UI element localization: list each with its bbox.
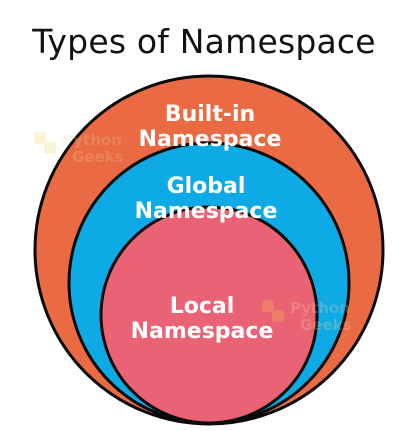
builtin-label-line1: Built-in [165, 102, 255, 127]
watermark-logo-right: Python Geeks [262, 299, 352, 334]
builtin-label-line2: Namespace [139, 127, 282, 152]
watermark-line1-right: Python [290, 299, 350, 317]
diagram-title: Types of Namespace [32, 22, 376, 61]
watermark-line2-right: Geeks [300, 316, 352, 334]
watermark-line1: Python [62, 131, 122, 149]
local-label-line2: Namespace [131, 319, 274, 344]
watermark-line2: Geeks [72, 148, 124, 166]
local-label-line1: Local [170, 294, 235, 319]
watermark-logo-left: Python Geeks [34, 131, 124, 166]
global-label-line1: Global [167, 174, 246, 199]
local-namespace-circle [99, 205, 319, 425]
global-label-line2: Namespace [135, 199, 278, 224]
